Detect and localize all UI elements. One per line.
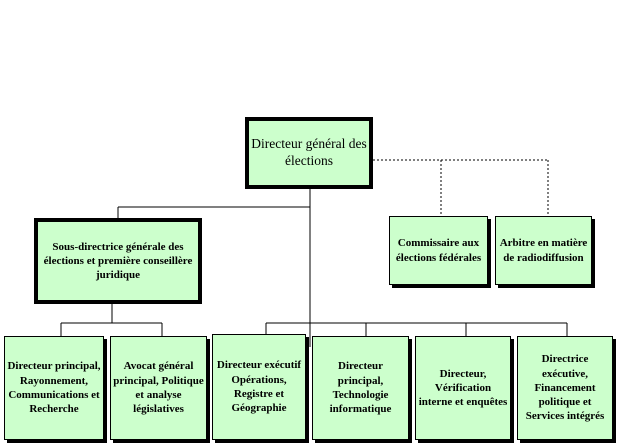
unit-box: Directrice exécutive, Financement politi… xyxy=(517,336,613,440)
unit-box: Directeur exécutif Opérations, Registre … xyxy=(212,334,306,440)
director-general-label: Directeur général des élections xyxy=(251,136,367,168)
unit-box: Directeur principal, Rayonnement, Commun… xyxy=(4,336,104,440)
side-office-box: Commissaire aux élections fédérales xyxy=(389,216,488,285)
unit-label: Directrice exécutive, Financement politi… xyxy=(525,353,605,423)
deputy-label: Sous-directrice générale des élections e… xyxy=(43,240,193,282)
director-general-box: Directeur général des élections xyxy=(245,117,373,189)
unit-box: Avocat général principal, Politique et a… xyxy=(110,336,207,440)
unit-box: Directeur principal, Technologie informa… xyxy=(312,336,409,440)
side-office-box: Arbitre en matière de radiodiffusion xyxy=(495,216,592,285)
deputy-box: Sous-directrice générale des élections e… xyxy=(34,218,202,304)
unit-label: Avocat général principal, Politique et a… xyxy=(113,360,204,416)
unit-label: Directeur principal, Rayonnement, Commun… xyxy=(7,360,101,416)
unit-box: Directeur, Vérification interne et enquê… xyxy=(415,336,511,440)
unit-label: Directeur principal, Technologie informa… xyxy=(329,360,392,416)
unit-label: Directeur, Vérification interne et enquê… xyxy=(418,367,508,409)
side-office-label: Commissaire aux élections fédérales xyxy=(395,237,482,264)
side-office-label: Arbitre en matière de radiodiffusion xyxy=(499,237,588,264)
unit-label: Directeur exécutif Opérations, Registre … xyxy=(216,359,302,415)
